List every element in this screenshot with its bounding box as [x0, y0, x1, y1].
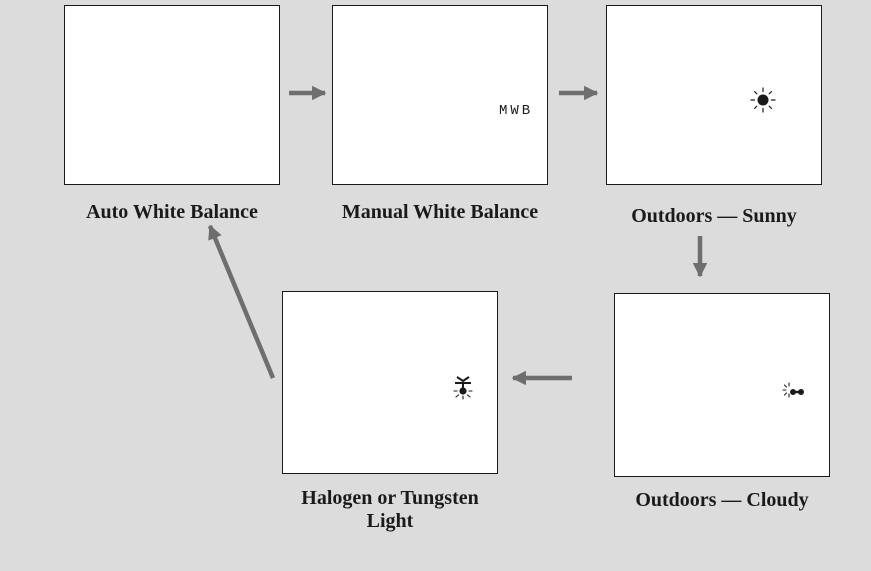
- caption-auto-white-balance: Auto White Balance: [52, 201, 292, 223]
- caption-sunny-line1: Outdoors — Sunny: [631, 205, 797, 227]
- caption-outdoors-sunny: Outdoors — Sunny: [594, 205, 834, 227]
- panel-outdoors-sunny: [606, 5, 822, 185]
- tungsten-bulb-icon: [453, 376, 473, 400]
- caption-manual-line1: Manual White Balance: [341, 201, 539, 223]
- panel-manual-white-balance: MWB: [332, 5, 548, 185]
- arrow-tungsten-to-auto: [207, 224, 276, 379]
- panel-outdoors-cloudy: [614, 293, 830, 477]
- panel-halogen-tungsten: [282, 291, 498, 474]
- mwb-indicator: MWB: [499, 103, 534, 119]
- caption-auto-line1: Auto White Balance: [86, 201, 258, 223]
- caption-halogen-tungsten: Halogen or Tungsten Light: [270, 487, 510, 533]
- cloudy-icon: [782, 382, 804, 398]
- caption-outdoors-cloudy: Outdoors — Cloudy: [602, 489, 842, 511]
- panel-auto-white-balance: [64, 5, 280, 185]
- caption-manual-white-balance: Manual White Balance: [310, 201, 570, 223]
- caption-tungsten-line2: Light: [366, 510, 414, 532]
- sun-icon: [750, 87, 776, 113]
- caption-tungsten-line1: Halogen or Tungsten: [301, 487, 479, 509]
- caption-cloudy-line1: Outdoors — Cloudy: [635, 489, 809, 511]
